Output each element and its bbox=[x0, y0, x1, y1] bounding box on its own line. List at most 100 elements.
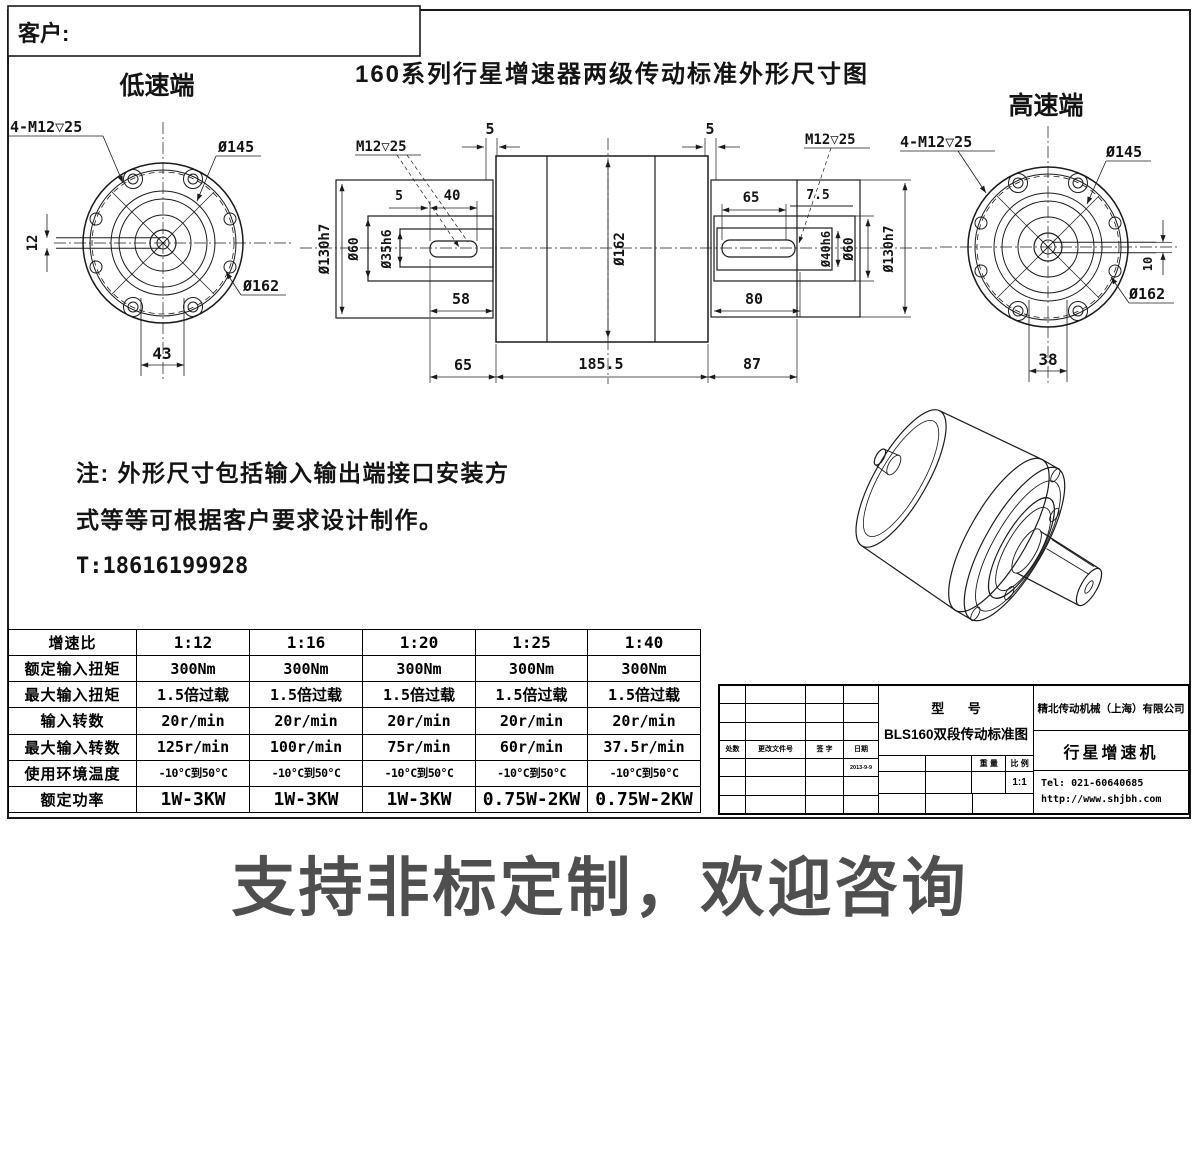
dim-80: 80 bbox=[745, 290, 763, 308]
row-label: 最大输入扭矩 bbox=[8, 681, 137, 709]
dim-d130-left: Ø130h7 bbox=[317, 224, 333, 276]
table-row: 最大输入扭矩 1.5倍过载 1.5倍过载 1.5倍过载 1.5倍过载 1.5倍过… bbox=[8, 681, 701, 709]
spec-value: 60r/min bbox=[475, 733, 588, 761]
table-row: 使用环境温度 -10°C到50°C -10°C到50°C -10°C到50°C … bbox=[8, 759, 701, 787]
spec-value: 1.5倍过载 bbox=[587, 681, 701, 709]
spec-value: 1.5倍过载 bbox=[475, 681, 588, 709]
spec-value: 1.5倍过载 bbox=[249, 681, 363, 709]
spec-value: 300Nm bbox=[362, 655, 476, 683]
model-label: 型 号 bbox=[931, 701, 991, 716]
spec-value: 20r/min bbox=[475, 707, 588, 735]
spec-value: 300Nm bbox=[136, 655, 250, 683]
dim-75: 7.5 bbox=[806, 188, 829, 203]
dim-thread-right: M12▽25 bbox=[805, 132, 856, 148]
dim-d60-right: Ø60 bbox=[842, 237, 857, 262]
spec-table: 增速比 1:12 1:16 1:20 1:25 1:40 额定输入扭矩 300N… bbox=[8, 628, 701, 814]
spec-value: -10°C到50°C bbox=[249, 759, 363, 787]
title-block: 处数 更改文件号 签 字 日期 2013-9-9 型 号 BLS160双段传动标… bbox=[718, 684, 1190, 815]
note-line-2: 式等等可根据客户要求设计制作。 bbox=[76, 507, 444, 533]
table-row: 最大输入转数 125r/min 100r/min 75r/min 60r/min… bbox=[8, 733, 701, 761]
row-label: 增速比 bbox=[8, 628, 137, 657]
dim-d130-right: Ø130h7 bbox=[882, 226, 897, 274]
product-3d-view bbox=[855, 409, 1103, 622]
scale-value: 1:1 bbox=[1012, 777, 1027, 788]
row-label: 额定功率 bbox=[8, 785, 137, 814]
bolt-holes bbox=[89, 169, 237, 317]
spec-value: 20r/min bbox=[136, 707, 250, 735]
model-block: 型 号 BLS160双段传动标准图 重 量 比 例 1:1 bbox=[879, 686, 1034, 813]
contact-info: Tel: 021-60640685 http://www.shjbh.com bbox=[1034, 771, 1188, 813]
dim-d40: Ø40h6 bbox=[819, 231, 833, 268]
customer-label: 客户: bbox=[18, 21, 69, 46]
product-name: 行星增速机 bbox=[1034, 731, 1188, 771]
spec-value: 1W-3KW bbox=[249, 785, 363, 814]
dim-ls-bolt-note: 4-M12▽25 bbox=[10, 118, 82, 136]
table-row: 输入转数 20r/min 20r/min 20r/min 20r/min 20r… bbox=[8, 707, 701, 735]
dim-hs-bolt-note: 4-M12▽25 bbox=[900, 133, 972, 151]
row-label: 额定输入扭矩 bbox=[8, 655, 137, 683]
dim-ls-145: Ø145 bbox=[217, 138, 254, 156]
spec-value: 1W-3KW bbox=[136, 785, 250, 814]
spec-value: -10°C到50°C bbox=[587, 759, 701, 787]
bolt-holes bbox=[974, 173, 1122, 321]
spec-value: 300Nm bbox=[249, 655, 363, 683]
table-row: 额定输入扭矩 300Nm 300Nm 300Nm 300Nm 300Nm bbox=[8, 655, 701, 683]
note-line-1: 注: 外形尺寸包括输入输出端接口安装方 bbox=[76, 460, 510, 486]
row-label: 输入转数 bbox=[8, 707, 137, 735]
high-speed-end-label: 高速端 bbox=[1008, 91, 1083, 120]
dim-ls-key-length: 43 bbox=[152, 344, 171, 363]
spec-value: 300Nm bbox=[475, 655, 588, 683]
dim-58: 58 bbox=[452, 290, 470, 308]
dim-key-offset: 5 bbox=[395, 189, 403, 204]
spec-value: 20r/min bbox=[587, 707, 701, 735]
company-tel: Tel: 021-60640685 bbox=[1041, 778, 1144, 789]
revision-date: 2013-9-9 bbox=[849, 764, 873, 771]
revision-grid: 处数 更改文件号 签 字 日期 2013-9-9 bbox=[720, 686, 879, 813]
spec-value: 125r/min bbox=[136, 733, 250, 761]
banner-text: 支持非标定制，欢迎咨询 bbox=[231, 852, 969, 924]
spec-value: -10°C到50°C bbox=[136, 759, 250, 787]
dim-d35: Ø35h6 bbox=[380, 229, 395, 269]
spec-value: 1:40 bbox=[587, 628, 701, 657]
rev-col-label: 处数 bbox=[720, 740, 746, 759]
weight-label: 重 量 bbox=[972, 756, 1007, 771]
high-speed-flange-view bbox=[900, 126, 1178, 384]
rev-col-label: 日期 bbox=[854, 746, 868, 754]
spec-value: 1.5倍过载 bbox=[362, 681, 476, 709]
dim-hs-145: Ø145 bbox=[1105, 143, 1142, 161]
company-block: 精北传动机械（上海）有限公司 行星增速机 Tel: 021-60640685 h… bbox=[1034, 686, 1188, 813]
drawing-frame bbox=[7, 5, 1191, 819]
drawing-title: 160系列行星增速器两级传动标准外形尺寸图 bbox=[355, 60, 869, 88]
dim-185: 185.5 bbox=[578, 355, 623, 373]
spec-value: -10°C到50°C bbox=[362, 759, 476, 787]
section-view bbox=[300, 138, 938, 384]
low-speed-end-label: 低速端 bbox=[118, 72, 194, 100]
row-label: 最大输入转数 bbox=[8, 733, 137, 761]
model-cell: 型 号 BLS160双段传动标准图 bbox=[879, 686, 1033, 756]
dim-65-right: 65 bbox=[743, 190, 760, 206]
low-speed-flange-view bbox=[9, 122, 292, 380]
dim-gap-right: 5 bbox=[705, 120, 714, 138]
rev-col-label: 签 字 bbox=[806, 740, 844, 759]
dim-ls-162: Ø162 bbox=[242, 277, 279, 295]
dim-d162: Ø162 bbox=[612, 232, 628, 267]
dim-87: 87 bbox=[743, 355, 761, 373]
dim-ls-key-width: 12 bbox=[25, 235, 41, 252]
table-row: 额定功率 1W-3KW 1W-3KW 1W-3KW 0.75W-2KW 0.75… bbox=[8, 785, 701, 814]
dim-65-left: 65 bbox=[454, 356, 472, 374]
spec-value: 1:16 bbox=[249, 628, 363, 657]
dim-gap-left: 5 bbox=[485, 120, 494, 138]
company-name: 精北传动机械（上海）有限公司 bbox=[1034, 686, 1188, 731]
dim-hs-key-length: 38 bbox=[1038, 350, 1057, 369]
company-url: http://www.shjbh.com bbox=[1041, 794, 1162, 805]
spec-value: 20r/min bbox=[249, 707, 363, 735]
spec-value: 300Nm bbox=[587, 655, 701, 683]
dim-hs-key-width: 10 bbox=[1141, 257, 1155, 271]
spec-value: 1W-3KW bbox=[362, 785, 476, 814]
dim-thread-left: M12▽25 bbox=[356, 139, 407, 155]
spec-value: 1:12 bbox=[136, 628, 250, 657]
dim-key-length: 40 bbox=[444, 188, 461, 204]
note-phone: T:18616199928 bbox=[76, 554, 248, 579]
table-row: 增速比 1:12 1:16 1:20 1:25 1:40 bbox=[8, 628, 701, 657]
